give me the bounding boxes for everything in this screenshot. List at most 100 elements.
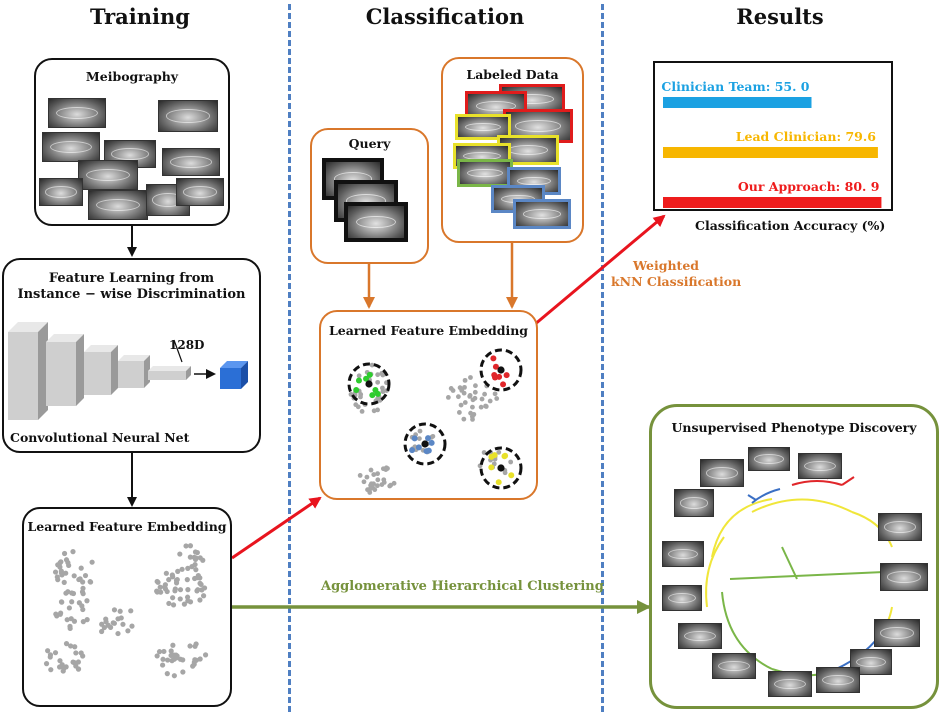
labeled-image xyxy=(513,199,571,229)
embedding-point xyxy=(191,659,197,665)
embedding-point xyxy=(43,661,50,667)
embedding-point xyxy=(187,543,194,549)
embedding-point xyxy=(368,467,374,473)
labeled-neighbor-point xyxy=(355,377,362,384)
embedding-point xyxy=(170,595,176,601)
embedding-point xyxy=(470,404,475,410)
accuracy-bar xyxy=(663,147,878,158)
embedding-point xyxy=(461,390,467,396)
embedding-point xyxy=(63,641,70,647)
embedding-point xyxy=(80,619,86,625)
neighborhood-ring xyxy=(479,348,523,392)
embedding-point xyxy=(99,628,105,635)
embedding-point xyxy=(64,617,70,623)
embedding-point xyxy=(160,656,166,662)
embedding-point xyxy=(161,648,167,655)
embedding-point xyxy=(380,389,386,394)
embedding-point xyxy=(57,664,63,670)
embedding-point xyxy=(63,570,69,576)
embedding-point xyxy=(110,620,116,626)
embedding-point xyxy=(508,459,514,465)
labeled-neighbor-point xyxy=(500,381,507,388)
labeled-neighbor-point xyxy=(409,447,416,454)
embedding-point xyxy=(184,577,190,583)
embedding-point xyxy=(80,579,86,585)
embedding-point xyxy=(52,569,59,575)
embedding-point xyxy=(197,580,203,586)
meibography-box: Meibography xyxy=(34,58,230,226)
embedding-point xyxy=(416,436,422,442)
embedding-point xyxy=(87,579,94,585)
labeled-neighbor-point xyxy=(490,355,497,362)
bar-label: Our Approach: 80. 9 xyxy=(738,179,880,194)
labeled-data-title: Labeled Data xyxy=(466,67,559,82)
embedding-point xyxy=(171,673,177,679)
embedding-point xyxy=(154,588,160,594)
separator-right xyxy=(601,4,604,712)
embedding-point xyxy=(165,657,171,663)
embedding-point xyxy=(472,395,478,401)
embedding-point xyxy=(461,416,467,422)
embedding-point xyxy=(128,608,134,614)
neighborhood-ring xyxy=(347,362,391,406)
labeled-neighbor-point xyxy=(353,386,360,393)
embedding-point xyxy=(103,616,109,622)
labeled-neighbor-point xyxy=(415,444,422,451)
embedding-point xyxy=(381,480,387,485)
embedding-point xyxy=(129,623,135,629)
feature-learning-title-2: Instance − wise Discrimination xyxy=(17,287,246,302)
embedding-point xyxy=(157,584,163,590)
embedding-point xyxy=(89,559,95,565)
training-embedding-box: Learned Feature Embedding xyxy=(22,507,232,707)
embedding-point xyxy=(55,577,61,583)
embedding-point xyxy=(180,669,186,675)
embedding-point xyxy=(70,659,76,665)
labeled-neighbor-point xyxy=(508,472,515,479)
cnn-label: Convolutional Neural Net xyxy=(10,430,190,445)
header-training: Training xyxy=(90,4,190,29)
separator-left xyxy=(288,4,291,712)
embedding-point xyxy=(70,549,76,555)
embedding-point xyxy=(372,487,378,493)
embedding-point xyxy=(60,668,66,674)
embedding-point xyxy=(192,561,198,568)
embedding-point xyxy=(58,559,64,565)
eye-image xyxy=(42,132,100,162)
query-image xyxy=(344,202,408,242)
embedding-point xyxy=(53,611,59,617)
embedding-point xyxy=(69,590,75,596)
embedding-point xyxy=(154,578,160,585)
embedding-point xyxy=(371,472,377,477)
labeled-neighbor-point xyxy=(503,372,510,379)
phenotype-image xyxy=(880,563,928,591)
embedding-point xyxy=(445,394,451,400)
embedding-point xyxy=(479,396,485,402)
embedding-point xyxy=(168,648,174,654)
embedding-point xyxy=(172,586,178,592)
embedding-point xyxy=(57,564,63,570)
embedding-point xyxy=(190,663,196,669)
query-point xyxy=(421,440,429,448)
accuracy-bar xyxy=(663,97,812,108)
embedding-point xyxy=(385,466,390,471)
embedding-point xyxy=(375,477,381,483)
labeled-neighbor-point xyxy=(491,452,498,459)
embedding-point xyxy=(177,596,183,602)
embedding-point xyxy=(61,550,68,557)
embedding-point xyxy=(111,607,118,613)
embedding-point xyxy=(177,551,183,557)
embedding-point xyxy=(502,470,508,476)
labeled-neighbor-point xyxy=(369,392,376,399)
labeled-neighbor-point xyxy=(372,387,379,394)
embedding-point xyxy=(185,565,191,571)
embedding-point xyxy=(175,568,181,574)
embedding-point xyxy=(462,384,467,390)
embedding-point xyxy=(71,618,78,624)
classification-embedding-box: Learned Feature Embedding xyxy=(319,310,538,500)
embedding-point xyxy=(84,598,90,604)
embedding-point xyxy=(107,624,114,630)
embedding-point xyxy=(166,577,172,583)
phenotype-image xyxy=(678,623,722,649)
embedding-point xyxy=(52,650,59,656)
